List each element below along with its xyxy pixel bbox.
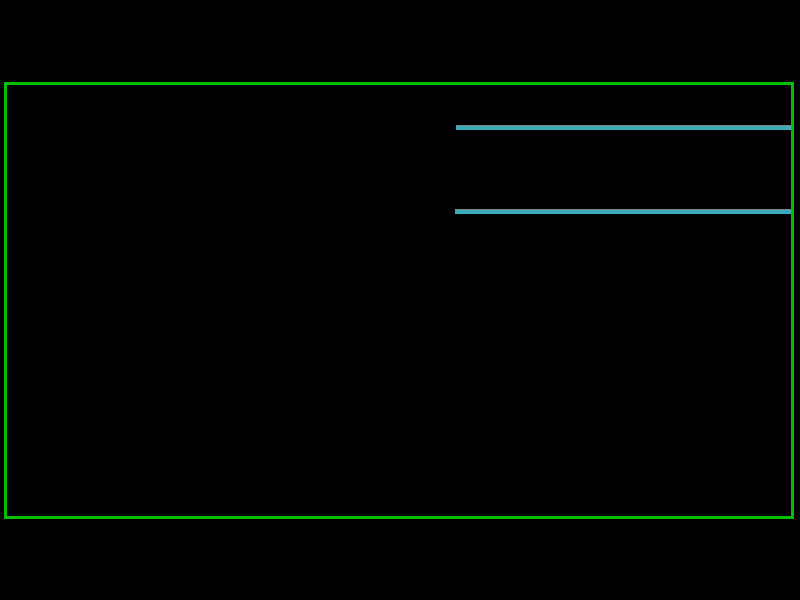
green-outline-rectangle: [4, 82, 794, 519]
cyan-line-top: [456, 126, 791, 130]
cyan-line-bottom: [455, 210, 791, 214]
